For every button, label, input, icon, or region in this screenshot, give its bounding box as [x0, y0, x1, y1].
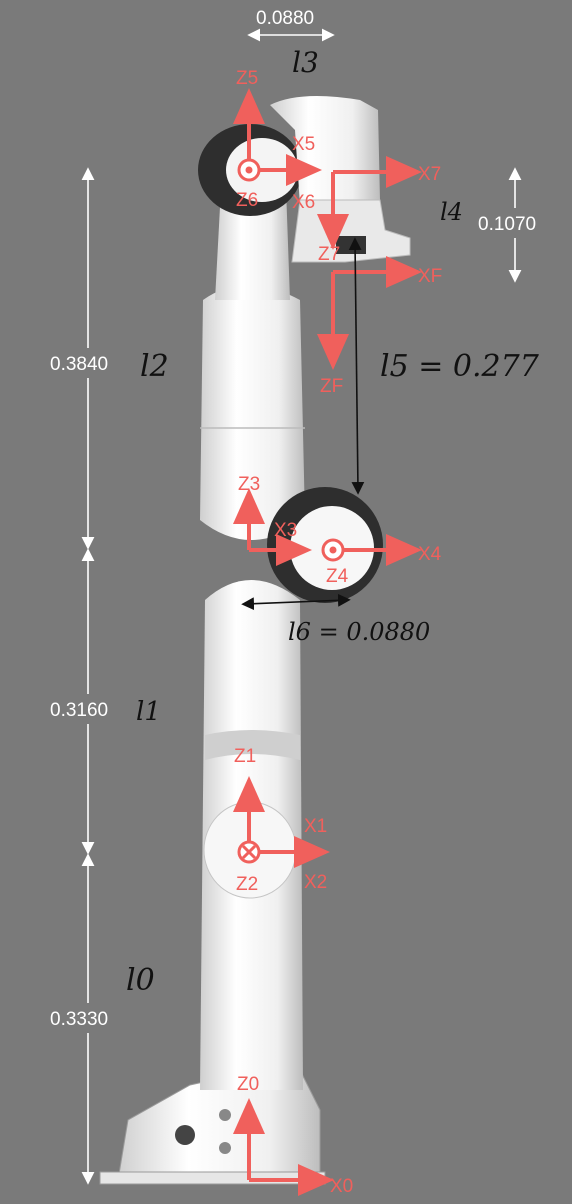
handwritten-l2: l2 [140, 349, 169, 384]
label-z5: Z5 [236, 68, 258, 89]
label-z1: Z1 [234, 746, 256, 767]
label-xf: XF [418, 266, 442, 287]
coordinate-frames [233, 88, 422, 1196]
label-zf: ZF [320, 376, 343, 397]
dimension-right: 0.1070 [478, 214, 536, 235]
label-x3: X3 [274, 520, 297, 541]
handwritten-l6: l6 = 0.0880 [288, 618, 430, 646]
label-x7: X7 [418, 164, 441, 185]
label-z7: Z7 [318, 244, 340, 265]
label-x6: X6 [292, 192, 315, 213]
handwritten-l4: l4 [440, 198, 463, 226]
dimension-middle: 0.3160 [50, 700, 108, 721]
handwritten-l0: l0 [126, 963, 155, 998]
label-x1: X1 [304, 816, 327, 837]
handwritten-arrows [241, 237, 365, 611]
handwritten-l5: l5 = 0.277 [380, 349, 540, 384]
label-z4: Z4 [326, 566, 349, 587]
label-x5: X5 [292, 134, 315, 155]
label-z0: Z0 [237, 1074, 259, 1095]
dot-out-icon [237, 158, 345, 562]
handwritten-l1: l1 [136, 697, 161, 727]
dimension-upper: 0.3840 [50, 354, 108, 375]
handwritten-l3: l3 [292, 46, 319, 79]
label-z6: Z6 [236, 190, 258, 211]
label-x4: X4 [418, 544, 442, 565]
label-x2: X2 [304, 872, 327, 893]
label-z3: Z3 [238, 474, 260, 495]
cross-out-icon [237, 840, 261, 864]
label-z2: Z2 [236, 874, 258, 895]
label-x0: X0 [330, 1176, 353, 1197]
dimension-base: 0.3330 [50, 1009, 108, 1030]
dimension-top: 0.0880 [256, 8, 314, 29]
